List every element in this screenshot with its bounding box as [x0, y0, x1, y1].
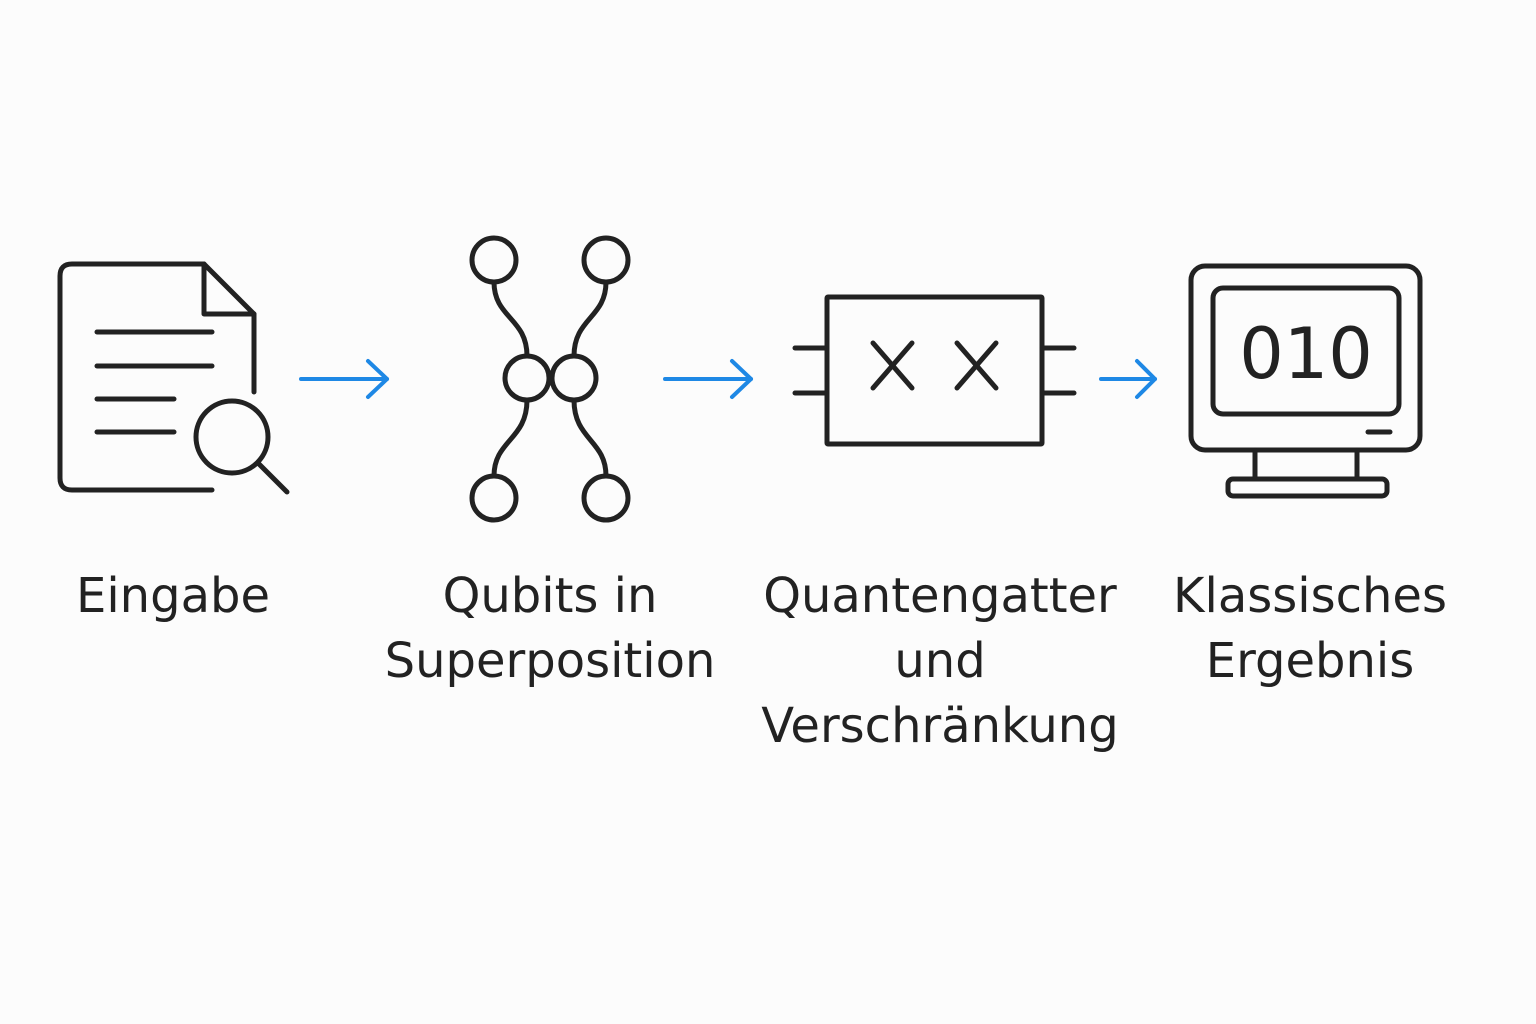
step-label-qubits: Qubits in Superposition [370, 564, 730, 694]
document-search-icon [57, 261, 290, 495]
monitor-icon: 010 [1188, 263, 1423, 499]
step-label-ergebnis: Klassisches Ergebnis [1160, 564, 1460, 694]
step-label-eingabe: Eingabe [58, 564, 288, 629]
step-label-quantengatter: Quantengatter und Verschränkung [750, 564, 1130, 759]
arrow-right-icon [299, 359, 389, 399]
step-label-line: Qubits in [442, 568, 658, 624]
quantum-gate-icon [792, 294, 1077, 447]
screen-binary-text: 010 [1239, 313, 1373, 395]
step-label-line: und [894, 633, 986, 689]
arrow-right-icon [1099, 359, 1157, 399]
step-label-line: Ergebnis [1205, 633, 1415, 689]
qubits-superposition-icon [469, 235, 631, 523]
arrow-right-icon [663, 359, 753, 399]
step-label-line: Eingabe [76, 568, 270, 624]
step-label-line: Klassisches [1173, 568, 1447, 624]
step-label-line: Quantengatter [763, 568, 1117, 624]
step-label-line: Verschränkung [761, 698, 1119, 754]
step-label-line: Superposition [384, 633, 716, 689]
